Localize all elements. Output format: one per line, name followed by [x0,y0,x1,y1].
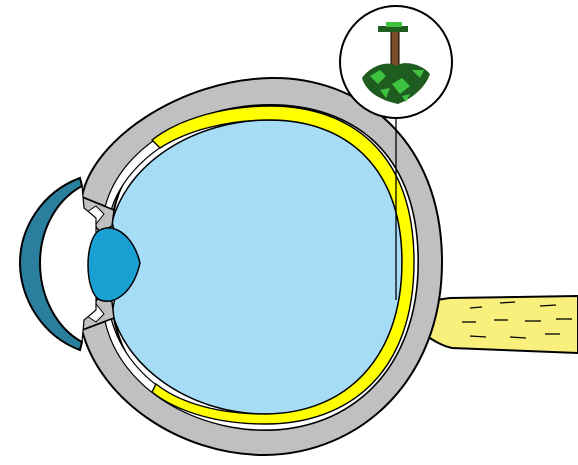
vitreous-body [112,120,402,414]
magnified-image-callout [340,6,452,118]
